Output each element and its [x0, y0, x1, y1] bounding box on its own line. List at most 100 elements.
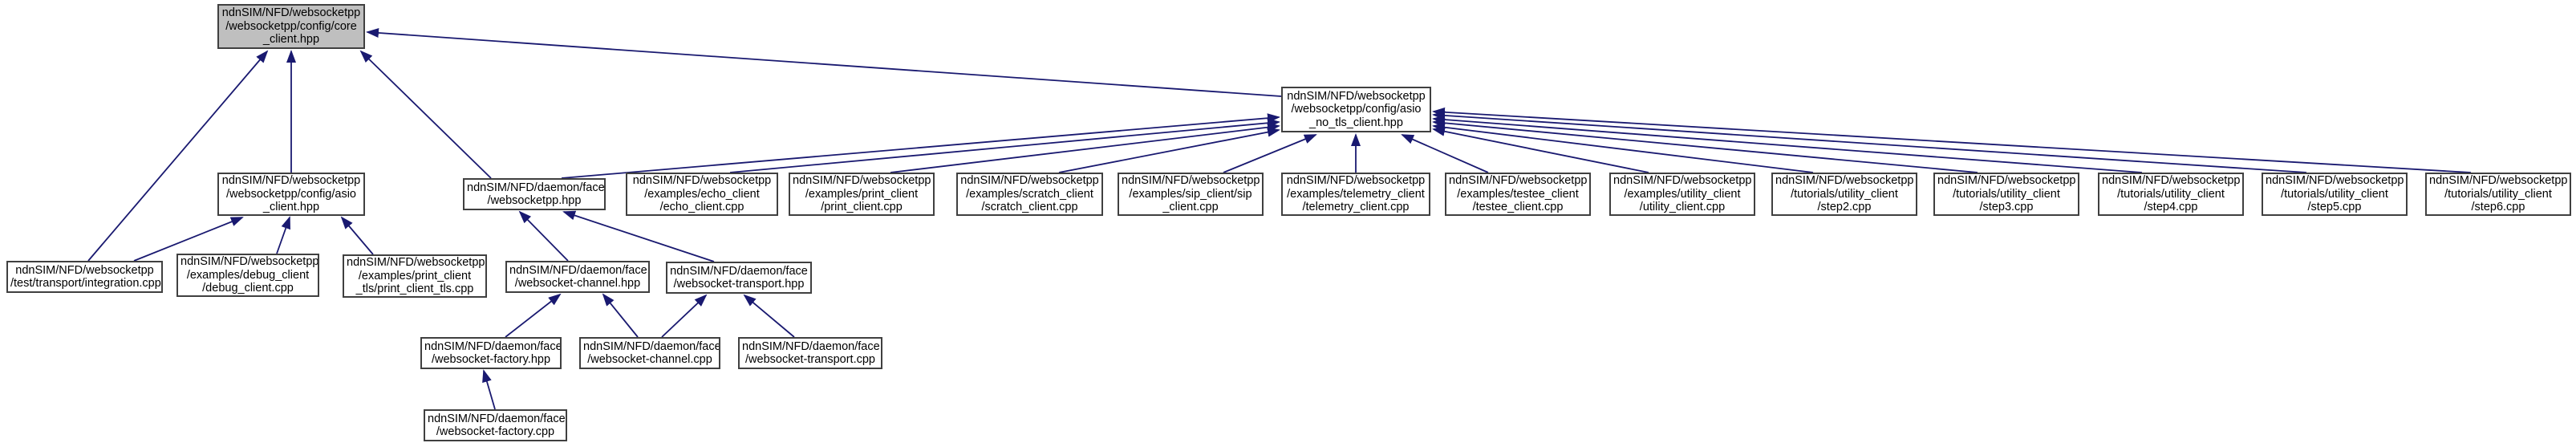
- node-label-line: ndnSIM/NFD/websocketpp: [1287, 89, 1426, 103]
- node-label-line: /test/transport/integration.cpp: [10, 277, 161, 290]
- node-websocket-channel-hpp[interactable]: ndnSIM/NFD/daemon/face/websocket-channel…: [505, 261, 650, 293]
- edge-websocketpp-hpp-to-core-client-hpp: [359, 50, 492, 179]
- node-label-line: /tutorials/utility_client: [2281, 187, 2388, 201]
- edge-step2-cpp-to-asio-no-tls-client-hpp: [1432, 122, 1814, 173]
- node-label-line: /tutorials/utility_client: [2444, 187, 2552, 201]
- node-label-line: ndnSIM/NFD/websocketpp: [15, 263, 154, 277]
- node-label-line: /echo_client.cpp: [659, 201, 744, 214]
- node-sip-client-cpp[interactable]: ndnSIM/NFD/websocketpp/examples/sip_clie…: [1118, 173, 1264, 216]
- node-label-line: /websocketpp/config/core: [225, 19, 357, 33]
- node-websocket-channel-cpp[interactable]: ndnSIM/NFD/daemon/face/websocket-channel…: [579, 337, 720, 369]
- node-label-line: /tutorials/utility_client: [1791, 187, 1898, 201]
- node-label-line: /websocketpp/config/asio: [1291, 103, 1422, 116]
- node-label-line: /examples/sip_client/sip: [1129, 187, 1252, 201]
- node-label-line: /telemetry_client.cpp: [1302, 201, 1410, 214]
- node-label-line: ndnSIM/NFD/websocketpp: [1286, 174, 1426, 188]
- node-websocket-factory-hpp[interactable]: ndnSIM/NFD/daemon/face/websocket-factory…: [420, 337, 562, 369]
- node-label-line: _tls/print_client_tls.cpp: [355, 282, 474, 296]
- node-label-line: ndnSIM/NFD/daemon/face: [670, 264, 808, 278]
- node-echo-client-cpp[interactable]: ndnSIM/NFD/websocketpp/examples/echo_cli…: [626, 173, 778, 216]
- node-label-line: /scratch_client.cpp: [981, 201, 1078, 214]
- edge-step5-cpp-to-asio-no-tls-client-hpp: [1432, 110, 2307, 173]
- node-websocketpp-hpp[interactable]: ndnSIM/NFD/daemon/face/websocketpp.hpp: [463, 178, 606, 210]
- node-label-line: ndnSIM/NFD/websocketpp: [1449, 174, 1588, 188]
- node-integration-cpp[interactable]: ndnSIM/NFD/websocketpp/test/transport/in…: [6, 261, 163, 293]
- edge-sip-client-cpp-to-asio-no-tls-client-hpp: [1223, 134, 1317, 173]
- node-core-client-hpp[interactable]: ndnSIM/NFD/websocketpp/websocketpp/confi…: [217, 4, 365, 49]
- node-scratch-client-cpp[interactable]: ndnSIM/NFD/websocketpp/examples/scratch_…: [956, 173, 1103, 216]
- node-websocket-transport-cpp[interactable]: ndnSIM/NFD/daemon/face/websocket-transpo…: [738, 337, 882, 369]
- node-asio-no-tls-client-hpp[interactable]: ndnSIM/NFD/websocketpp/websocketpp/confi…: [1281, 87, 1431, 132]
- node-label-line: ndnSIM/NFD/daemon/face: [509, 263, 647, 277]
- node-label-line: ndnSIM/NFD/websocketpp: [2102, 174, 2241, 188]
- node-label-line: ndnSIM/NFD/websocketpp: [221, 174, 361, 188]
- node-label-line: ndnSIM/NFD/websocketpp: [2429, 174, 2568, 188]
- node-label-line: /step5.cpp: [2307, 201, 2362, 214]
- node-label-line: ndnSIM/NFD/websocketpp: [347, 256, 485, 270]
- node-label-line: /tutorials/utility_client: [2117, 187, 2225, 201]
- node-step3-cpp[interactable]: ndnSIM/NFD/websocketpp/tutorials/utility…: [1933, 173, 2079, 216]
- node-asio-client-hpp[interactable]: ndnSIM/NFD/websocketpp/websocketpp/confi…: [217, 173, 365, 216]
- edge-websocket-transport-cpp-to-websocket-transport-hpp: [743, 294, 795, 338]
- edge-integration-cpp-to-asio-client-hpp: [133, 217, 244, 262]
- edge-websocket-factory-hpp-to-websocket-channel-hpp: [505, 293, 562, 338]
- node-label-line: ndnSIM/NFD/websocketpp: [1775, 174, 1914, 188]
- edge-websocket-transport-hpp-to-websocketpp-hpp: [562, 210, 715, 262]
- node-label-line: /websocketpp.hpp: [487, 194, 582, 207]
- edge-testee-client-cpp-to-asio-no-tls-client-hpp: [1401, 134, 1489, 173]
- edge-scratch-client-cpp-to-asio-no-tls-client-hpp: [1058, 127, 1280, 173]
- node-label-line: ndnSIM/NFD/websocketpp: [960, 174, 1099, 188]
- edge-websocket-channel-hpp-to-websocketpp-hpp: [518, 210, 569, 262]
- node-telemetry-client-cpp[interactable]: ndnSIM/NFD/websocketpp/examples/telemetr…: [1281, 173, 1430, 216]
- node-print-client-cpp[interactable]: ndnSIM/NFD/websocketpp/examples/print_cl…: [789, 173, 935, 216]
- node-label-line: /tutorials/utility_client: [1953, 187, 2060, 201]
- node-label-line: /examples/scratch_client: [966, 187, 1093, 201]
- node-label-line: ndnSIM/NFD/daemon/face: [424, 339, 562, 353]
- node-utility-client-cpp[interactable]: ndnSIM/NFD/websocketpp/examples/utility_…: [1609, 173, 1755, 216]
- edge-echo-client-cpp-to-asio-no-tls-client-hpp: [729, 118, 1280, 173]
- node-label-line: ndnSIM/NFD/websocketpp: [221, 6, 361, 20]
- node-websocket-transport-hpp[interactable]: ndnSIM/NFD/daemon/face/websocket-transpo…: [666, 262, 812, 294]
- node-label-line: ndnSIM/NFD/daemon/face: [428, 412, 566, 425]
- node-print-client-tls-cpp[interactable]: ndnSIM/NFD/websocketpp/examples/print_cl…: [343, 254, 487, 298]
- edge-print-client-cpp-to-asio-no-tls-client-hpp: [890, 122, 1280, 173]
- node-label-line: _client.hpp: [262, 201, 320, 214]
- node-label-line: ndnSIM/NFD/websocketpp: [632, 174, 772, 188]
- node-step2-cpp[interactable]: ndnSIM/NFD/websocketpp/tutorials/utility…: [1771, 173, 1917, 216]
- node-label-line: ndnSIM/NFD/daemon/face: [583, 339, 720, 353]
- node-label-line: /step6.cpp: [2471, 201, 2525, 214]
- node-label-line: ndnSIM/NFD/websocketpp: [1122, 174, 1260, 188]
- node-label-line: ndnSIM/NFD/websocketpp: [2266, 174, 2404, 188]
- node-label-line: /examples/print_client: [805, 187, 919, 201]
- node-label-line: /step3.cpp: [1979, 201, 2034, 214]
- node-testee-client-cpp[interactable]: ndnSIM/NFD/websocketpp/examples/testee_c…: [1445, 173, 1591, 216]
- node-step4-cpp[interactable]: ndnSIM/NFD/websocketpp/tutorials/utility…: [2098, 173, 2244, 216]
- node-label-line: ndnSIM/NFD/websocketpp: [793, 174, 931, 188]
- node-label-line: /examples/debug_client: [186, 268, 310, 282]
- node-label-line: ndnSIM/NFD/websocketpp: [1613, 174, 1752, 188]
- node-step5-cpp[interactable]: ndnSIM/NFD/websocketpp/tutorials/utility…: [2262, 173, 2408, 216]
- edge-step4-cpp-to-asio-no-tls-client-hpp: [1432, 115, 2143, 173]
- node-label-line: /debug_client.cpp: [202, 282, 294, 295]
- node-debug-client-cpp[interactable]: ndnSIM/NFD/websocketpp/examples/debug_cl…: [176, 254, 319, 297]
- node-label-line: _client.cpp: [1162, 201, 1219, 214]
- node-label-line: /utility_client.cpp: [1639, 201, 1726, 214]
- node-label-line: /examples/testee_client: [1457, 187, 1579, 201]
- node-label-line: ndnSIM/NFD/websocketpp: [1937, 174, 2076, 188]
- node-label-line: /examples/utility_client: [1624, 187, 1741, 201]
- node-label-line: /print_client.cpp: [821, 201, 903, 214]
- edge-websocket-factory-cpp-to-websocket-factory-hpp: [482, 369, 496, 410]
- node-label-line: /examples/telemetry_client: [1287, 187, 1425, 201]
- node-label-line: _no_tls_client.hpp: [1309, 116, 1403, 129]
- edge-utility-client-cpp-to-asio-no-tls-client-hpp: [1432, 126, 1649, 173]
- node-websocket-factory-cpp[interactable]: ndnSIM/NFD/daemon/face/websocket-factory…: [424, 409, 567, 441]
- node-step6-cpp[interactable]: ndnSIM/NFD/websocketpp/tutorials/utility…: [2425, 173, 2571, 216]
- node-label-line: /examples/echo_client: [644, 187, 760, 201]
- node-label-line: /websocketpp/config/asio: [225, 187, 356, 201]
- edge-step3-cpp-to-asio-no-tls-client-hpp: [1432, 118, 1978, 173]
- edge-debug-client-cpp-to-asio-client-hpp: [276, 216, 290, 254]
- node-label-line: /websocket-factory.hpp: [431, 353, 551, 366]
- node-label-line: /examples/print_client: [358, 269, 472, 282]
